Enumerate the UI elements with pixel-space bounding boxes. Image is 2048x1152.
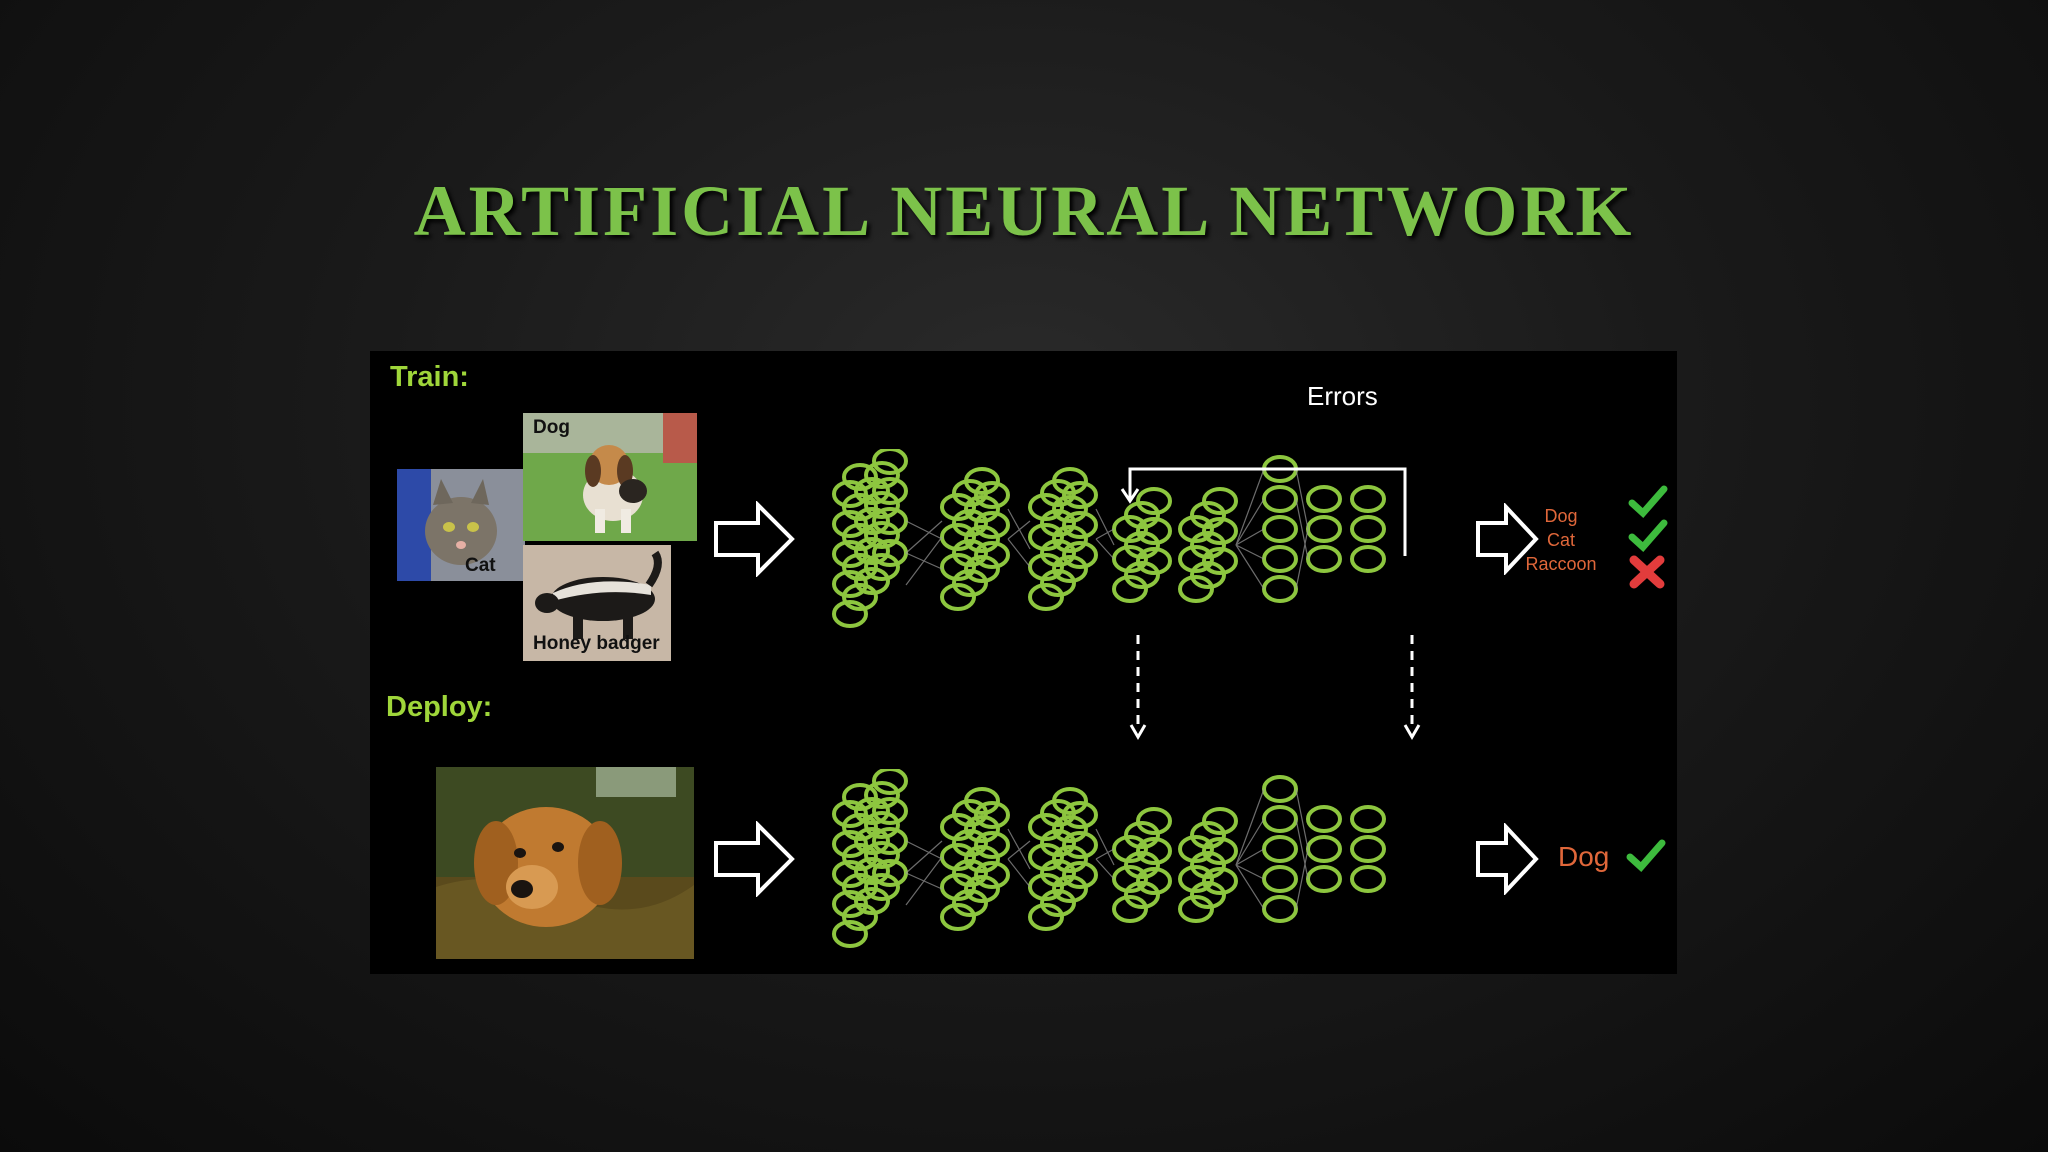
train-output-list: Dog Cat Raccoon — [1516, 504, 1606, 576]
deploy-output-dog: Dog — [1558, 841, 1610, 872]
train-layer-4 — [1112, 487, 1172, 603]
deploy-connections — [905, 788, 1309, 910]
train-output-arrow-icon — [1476, 503, 1539, 575]
train-input-arrow-icon — [714, 501, 795, 577]
deploy-layer-4 — [1112, 807, 1172, 923]
deploy-neural-network — [832, 769, 1386, 948]
output-dog: Dog — [1544, 506, 1578, 526]
honey-badger-photo: Honey badger — [523, 545, 671, 661]
check-icon — [1626, 839, 1666, 872]
check-icon — [1628, 519, 1668, 552]
errors-feedback-arrow — [1120, 467, 1407, 556]
deploy-layer-8 — [1350, 805, 1386, 893]
cat-photo: Cat — [397, 469, 525, 581]
slide-title: ARTIFICIAL NEURAL NETWORK — [413, 171, 1635, 251]
deploy-label: Deploy: — [386, 691, 493, 723]
swimming-dog-photo — [436, 767, 694, 959]
train-layer-5 — [1178, 487, 1238, 603]
train-connections — [905, 468, 1309, 590]
train-layer-8 — [1350, 485, 1386, 573]
deploy-layer-6 — [1262, 775, 1298, 923]
cross-icon — [1629, 555, 1665, 589]
errors-label: Errors — [1307, 381, 1378, 411]
cat-caption: Cat — [465, 555, 496, 576]
check-icon — [1628, 485, 1668, 518]
dog-caption: Dog — [533, 417, 570, 438]
weights-transfer-arrow-1 — [1129, 635, 1147, 740]
deploy-layer-7 — [1306, 805, 1342, 893]
train-layer-3 — [1028, 467, 1098, 611]
deploy-input-arrow-icon — [714, 821, 795, 897]
dog-photo: Dog — [523, 413, 697, 541]
output-raccoon: Raccoon — [1525, 554, 1597, 574]
deploy-layer-5 — [1178, 807, 1238, 923]
neural-network-diagram: Train: Cat Dog — [370, 351, 1677, 974]
train-layer-1 — [832, 449, 908, 628]
honey-badger-caption: Honey badger — [533, 633, 660, 654]
deploy-output-arrow-icon — [1476, 823, 1539, 895]
deploy-layer-2 — [940, 787, 1010, 931]
train-layer-2 — [940, 467, 1010, 611]
deploy-layer-3 — [1028, 787, 1098, 931]
output-cat: Cat — [1546, 530, 1575, 550]
deploy-layer-1 — [832, 769, 908, 948]
weights-transfer-arrow-2 — [1403, 635, 1421, 740]
train-label: Train: — [390, 361, 469, 393]
